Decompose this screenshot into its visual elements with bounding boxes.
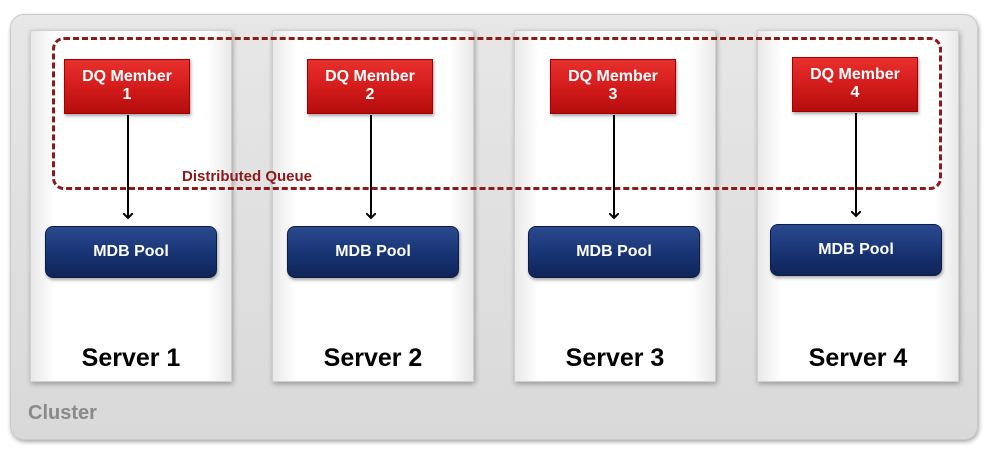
dq-member-1-line1: DQ Member xyxy=(82,68,172,85)
server-1-label: Server 1 xyxy=(81,344,181,372)
server-3-label: Server 3 xyxy=(565,344,665,372)
dq-member-4-line2: 4 xyxy=(850,84,860,101)
mdb-pool-4: MDB Pool xyxy=(770,224,942,276)
dq-member-2-line1: DQ Member xyxy=(325,68,415,85)
dq-member-1-line2: 1 xyxy=(122,86,132,103)
mdb-pool-2: MDB Pool xyxy=(287,226,459,278)
cluster-label: Cluster xyxy=(28,402,97,424)
dq-member-3: DQ Member 3 xyxy=(550,59,676,114)
mdb-pool-3: MDB Pool xyxy=(528,226,700,278)
dq-member-2-line2: 2 xyxy=(365,86,375,103)
dq-member-4-line1: DQ Member xyxy=(810,66,900,83)
server-2-label: Server 2 xyxy=(323,344,423,372)
distributed-queue-boundary xyxy=(52,37,942,190)
dq-member-4: DQ Member 4 xyxy=(792,57,918,112)
server-4-label: Server 4 xyxy=(808,344,908,372)
mdb-pool-1: MDB Pool xyxy=(45,226,217,278)
server-1-box: Server 1 xyxy=(30,30,232,382)
dq-member-3-line2: 3 xyxy=(608,86,618,103)
dq-member-3-line1: DQ Member xyxy=(568,68,658,85)
dq-member-1: DQ Member 1 xyxy=(64,59,190,114)
dq-member-2: DQ Member 2 xyxy=(307,59,433,114)
distributed-queue-label: Distributed Queue xyxy=(182,168,313,185)
